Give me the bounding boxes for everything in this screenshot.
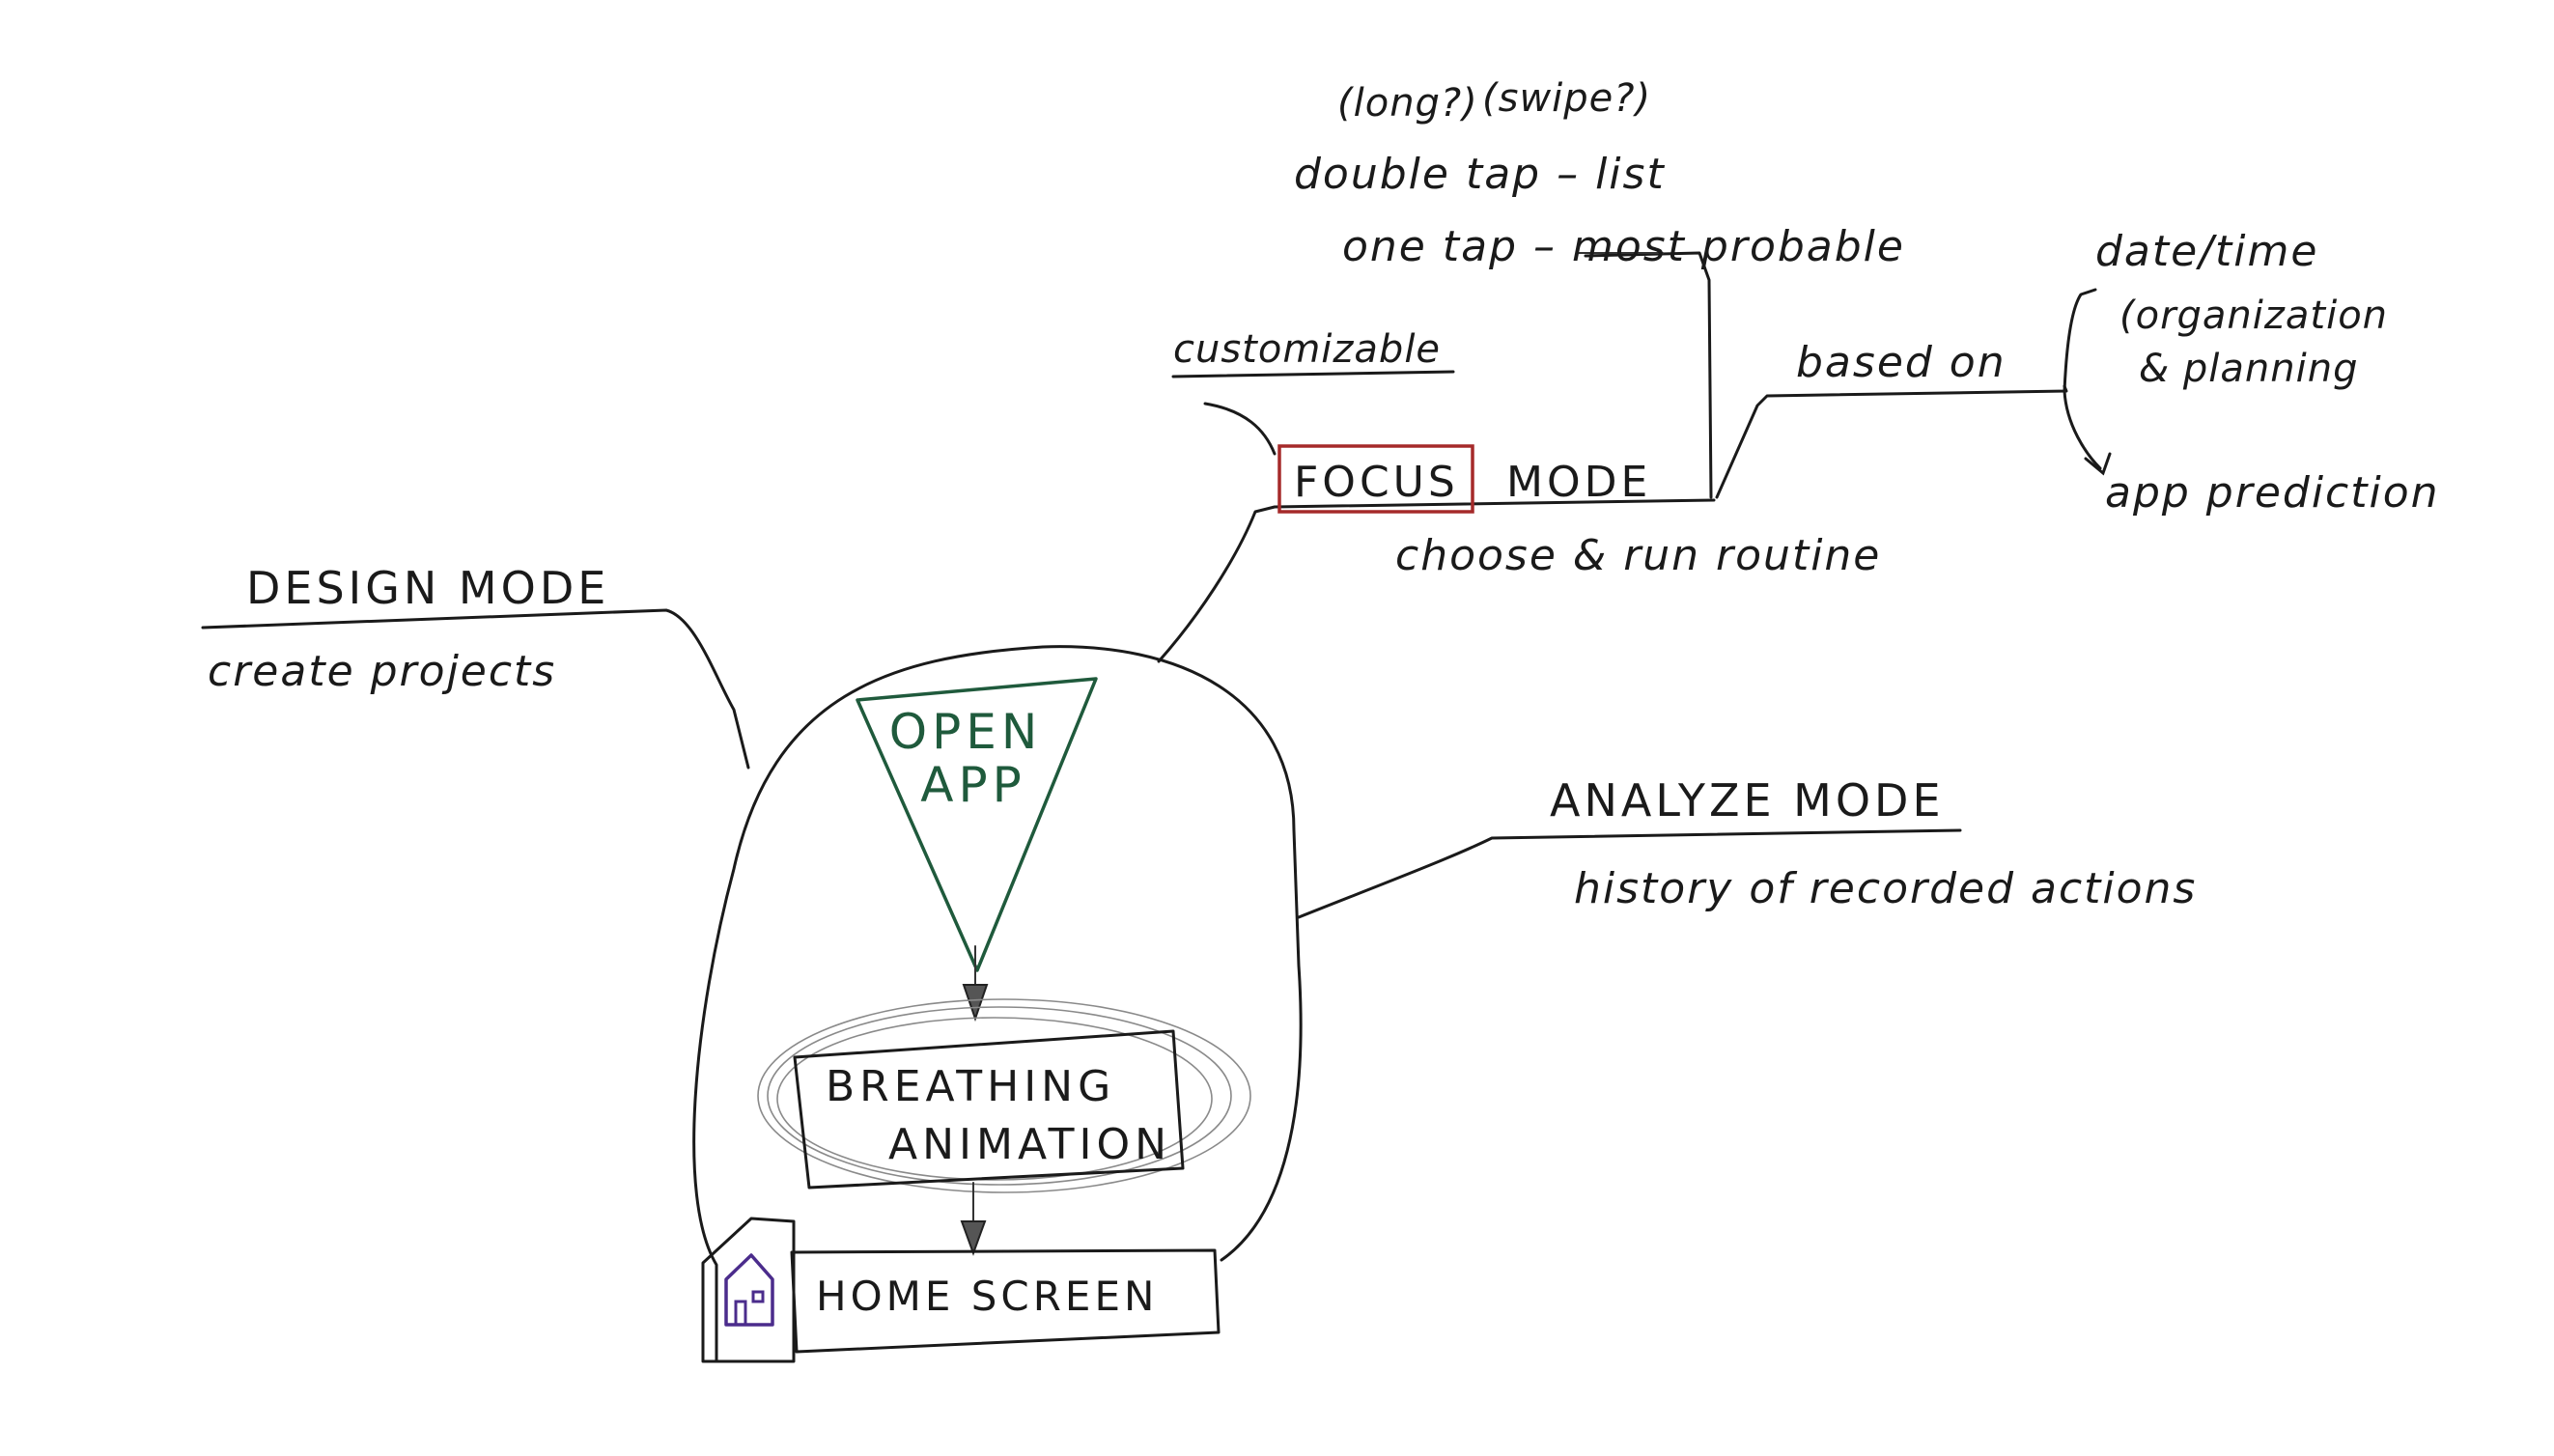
based-on-branch-up xyxy=(2063,288,2097,393)
home-icon-tab xyxy=(701,1217,796,1363)
breathing-label-line1: BREATHING xyxy=(826,1062,1115,1111)
based-on-branch-down xyxy=(2063,389,2102,470)
breathing-ring-inner xyxy=(776,1017,1213,1181)
app-prediction-label: app prediction xyxy=(2105,468,2440,518)
open-app-label-line1: OPEN xyxy=(889,704,1043,760)
open-app-label-line2: APP xyxy=(920,757,1026,813)
focus-word: FOCUS xyxy=(1294,458,1459,507)
open-app-triangle xyxy=(856,677,1098,972)
design-mode-title: DESIGN MODE xyxy=(246,562,609,614)
organization-label-line1: (organization xyxy=(2119,294,2388,338)
central-dome xyxy=(692,645,1303,1363)
focus-mode-connector xyxy=(1157,498,1716,663)
breathing-label-line2: ANIMATION xyxy=(888,1120,1171,1169)
customizable-connector xyxy=(1171,370,1455,456)
house-icon xyxy=(724,1253,774,1327)
analyze-mode-title: ANALYZE MODE xyxy=(1550,774,1945,826)
breathing-box xyxy=(793,1029,1185,1190)
organization-label-line2: & planning xyxy=(2139,347,2358,391)
mode-word: MODE xyxy=(1506,458,1651,507)
home-screen-label: HOME SCREEN xyxy=(816,1273,1158,1320)
analyze-mode-connector xyxy=(1297,828,1962,919)
analyze-mode-description: history of recorded actions xyxy=(1574,864,2197,913)
breathing-ring-outer xyxy=(757,998,1251,1193)
breathing-ring-mid xyxy=(767,1006,1232,1186)
design-mode-connector xyxy=(201,608,750,770)
design-mode-description: create projects xyxy=(208,647,556,696)
app-prediction-arrowhead xyxy=(2084,452,2112,476)
arrowhead-breathing xyxy=(962,984,989,1022)
based-on-label: based on xyxy=(1796,338,2007,387)
based-on-connector xyxy=(1715,384,2068,499)
long-note: (long?) xyxy=(1337,81,1478,126)
swipe-note: (swipe?) xyxy=(1482,76,1651,121)
customizable-label: customizable xyxy=(1173,327,1441,372)
tap-notes-connector xyxy=(1584,251,1713,499)
arrowhead-home xyxy=(960,1220,987,1256)
date-time-label: date/time xyxy=(2095,227,2318,276)
focus-word-box xyxy=(1277,444,1474,514)
double-tap-note: double tap – list xyxy=(1294,150,1666,199)
one-tap-note: one tap – most probable xyxy=(1342,222,1905,271)
focus-mode-description: choose & run routine xyxy=(1395,531,1881,580)
